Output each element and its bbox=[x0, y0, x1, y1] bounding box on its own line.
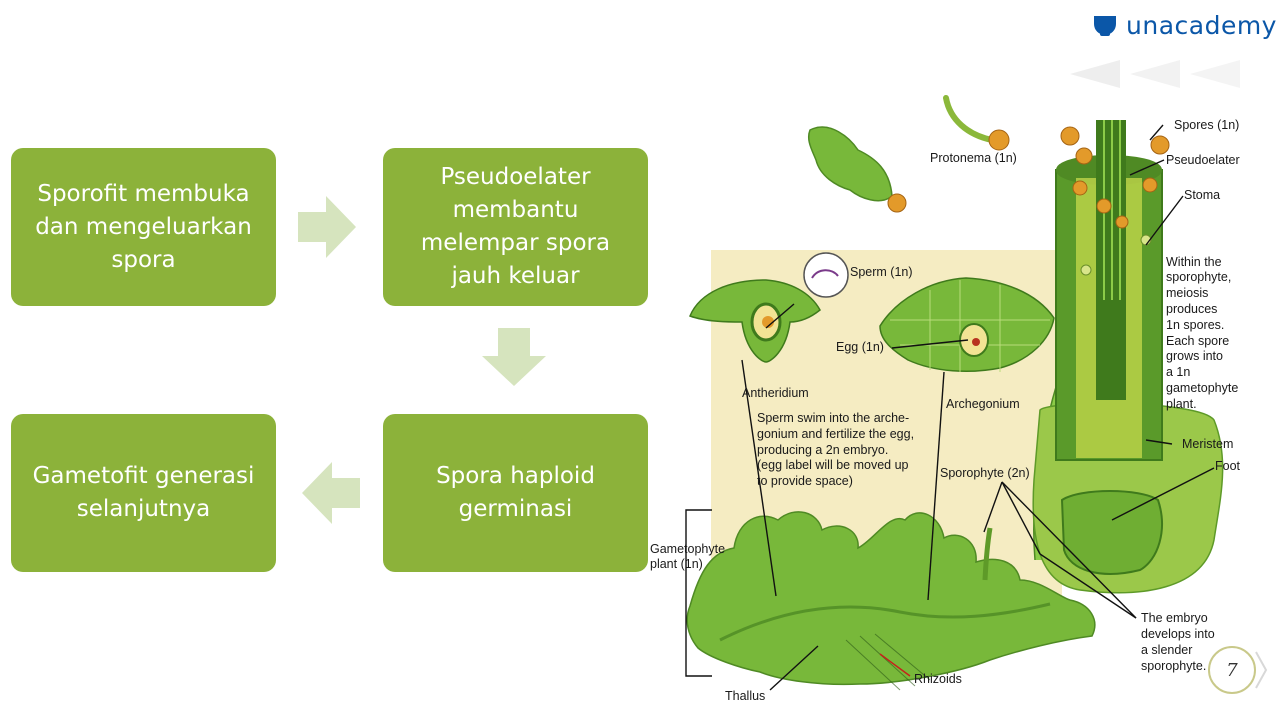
meiosis-line: sporophyte, bbox=[1166, 270, 1231, 284]
unacademy-logo-icon bbox=[1094, 16, 1116, 36]
unacademy-logo[interactable]: unacademy bbox=[1092, 8, 1277, 42]
label-rhizoids: Rhizoids bbox=[914, 672, 962, 686]
sperm-text-line: producing a 2n embryo. bbox=[757, 443, 888, 457]
embryo-text-line: The embryo bbox=[1141, 611, 1208, 625]
arrow-down-icon bbox=[482, 328, 546, 386]
embryo-text: The embryo develops into a slender sporo… bbox=[1141, 611, 1215, 673]
label-thallus: Thallus bbox=[725, 689, 765, 703]
meiosis-line: Each spore bbox=[1166, 334, 1229, 348]
embryo-text-line: sporophyte. bbox=[1141, 659, 1206, 673]
liverwort-lifecycle-diagram: Spores (1n) Protonema (1n) Pseudoelater … bbox=[650, 95, 1241, 703]
arrow-right-icon bbox=[298, 196, 356, 258]
flow-step-3-text: Spora haploid germinasi bbox=[436, 463, 595, 522]
flow-step-1: Sporofit membuka dan mengeluarkan spora bbox=[11, 148, 276, 306]
page-number-text: 7 bbox=[1226, 659, 1238, 681]
meiosis-line: plant. bbox=[1166, 397, 1197, 411]
next-slide-chevron-icon[interactable] bbox=[1254, 650, 1268, 690]
meiosis-line: produces bbox=[1166, 302, 1217, 316]
sperm-text-line: gonium and fertilize the egg, bbox=[757, 427, 914, 441]
meiosis-text: Within the sporophyte, meiosis produces … bbox=[1166, 255, 1238, 411]
sperm-text-line: (egg label will be moved up bbox=[757, 458, 909, 472]
label-archegonium: Archegonium bbox=[946, 397, 1020, 411]
label-gametophyte-line1: Gametophyte bbox=[650, 542, 725, 556]
label-egg: Egg (1n) bbox=[836, 340, 884, 354]
label-foot: Foot bbox=[1215, 459, 1241, 473]
label-gametophyte-line2: plant (1n) bbox=[650, 557, 703, 571]
sperm-text-line: Sperm swim into the arche- bbox=[757, 411, 909, 425]
meiosis-line: Within the bbox=[1166, 255, 1222, 269]
label-protonema: Protonema (1n) bbox=[930, 151, 1017, 165]
sperm-text-line: to provide space) bbox=[757, 474, 853, 488]
flow-step-4-text: Gametofit generasi selanjutnya bbox=[32, 463, 255, 522]
thallus-shape bbox=[686, 511, 1096, 686]
label-pseudoelater: Pseudoelater bbox=[1166, 153, 1240, 167]
sperm-swim-text: Sperm swim into the arche- gonium and fe… bbox=[757, 411, 914, 488]
label-meristem: Meristem bbox=[1182, 437, 1233, 451]
meiosis-line: gametophyte bbox=[1166, 381, 1238, 395]
flow-step-1-text: Sporofit membuka dan mengeluarkan spora bbox=[35, 180, 252, 273]
logo-text: unacademy bbox=[1126, 10, 1277, 40]
flow-step-2-text: Pseudoelater membantu melempar spora jau… bbox=[420, 164, 611, 289]
embryo-text-line: a slender bbox=[1141, 643, 1192, 657]
label-sperm: Sperm (1n) bbox=[850, 265, 913, 279]
label-sporophyte: Sporophyte (2n) bbox=[940, 466, 1030, 480]
label-stoma: Stoma bbox=[1184, 188, 1220, 202]
arrow-left-icon bbox=[302, 462, 360, 524]
faint-logo-watermark bbox=[1070, 60, 1240, 88]
embryo-text-line: develops into bbox=[1141, 627, 1215, 641]
meiosis-line: grows into bbox=[1166, 349, 1223, 363]
page-number: 7 bbox=[1208, 646, 1256, 694]
flow-step-2: Pseudoelater membantu melempar spora jau… bbox=[383, 148, 648, 306]
label-spores: Spores (1n) bbox=[1174, 118, 1239, 132]
meiosis-line: a 1n bbox=[1166, 365, 1190, 379]
meiosis-line: 1n spores. bbox=[1166, 318, 1224, 332]
label-antheridium: Antheridium bbox=[742, 386, 809, 400]
flow-step-4: Gametofit generasi selanjutnya bbox=[11, 414, 276, 572]
flow-step-3: Spora haploid germinasi bbox=[383, 414, 648, 572]
meiosis-line: meiosis bbox=[1166, 286, 1208, 300]
